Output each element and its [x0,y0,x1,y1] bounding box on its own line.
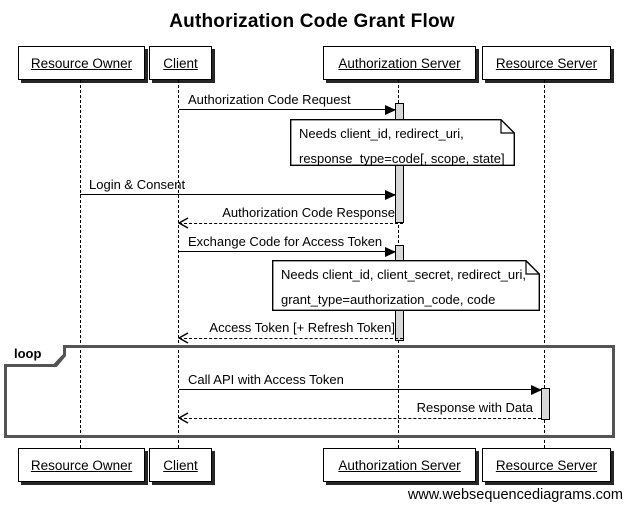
filled-arrowhead-icon [385,105,396,115]
actor-label: Resource Owner [30,457,133,473]
message-authorization-code-request: Authorization Code Request [179,92,396,115]
filled-arrowhead-icon [385,247,396,257]
actor-label: Authorization Server [338,55,461,71]
message-authorization-code-response: Authorization Code Response [178,205,403,229]
open-arrowhead-icon [178,217,189,229]
activation-bar-resource-server [541,388,550,420]
note-token-request-params: Needs client_id, client_secret, redirect… [272,260,540,311]
actor-top-client: Client [149,46,212,80]
lifeline-client [178,80,179,448]
actor-bottom-client: Client [149,448,212,482]
actor-label: Resource Server [495,457,598,473]
message-line [80,193,395,195]
actor-bottom-authorization-server: Authorization Server [323,448,476,482]
message-label: Authorization Code Response [222,205,395,220]
message-call-api-with-access-token: Call API with Access Token [179,372,542,395]
note-line: Needs client_id, client_secret, redirect… [281,267,526,282]
watermark: www.websequencediagrams.com [407,487,623,503]
open-arrowhead-icon [178,332,189,344]
message-login-and-consent: Login & Consent [80,177,396,200]
message-label: Authorization Code Request [188,92,351,107]
lifeline-resource-owner [80,80,81,448]
actor-label: Authorization Server [338,457,461,473]
note-line: Needs client_id, redirect_uri, [299,126,464,141]
note-line: grant_type=authorization_code, code [281,292,496,307]
message-access-token-refresh-token: Access Token [+ Refresh Token] [178,320,403,344]
loop-label: loop [4,345,66,367]
filled-arrowhead-icon [385,190,396,200]
loop-frame [4,345,615,438]
note-authorization-request-params: Needs client_id, redirect_uri, response_… [290,119,515,166]
lifeline-resource-server [544,80,545,448]
actor-label: Client [163,457,198,473]
message-exchange-code-for-access-token: Exchange Code for Access Token [179,234,396,257]
message-label: Exchange Code for Access Token [188,234,383,249]
message-line [179,338,403,339]
note-line: response_type=code[, scope, state] [299,151,505,166]
message-line [179,388,541,390]
message-line [179,418,541,419]
filled-arrowhead-icon [531,385,542,395]
actor-bottom-resource-owner: Resource Owner [18,448,145,482]
note-shape [290,119,515,166]
loop-label-text: loop [14,346,42,361]
diagram-title: Authorization Code Grant Flow [169,11,455,32]
message-label: Response with Data [416,400,533,415]
message-label: Call API with Access Token [188,372,344,387]
message-line [179,223,403,224]
actor-label: Resource Server [495,55,598,71]
actor-label: Client [163,55,198,71]
message-line [179,250,395,252]
message-response-with-data: Response with Data [178,400,541,424]
open-arrowhead-icon [178,412,189,424]
loop-label-background [4,345,63,364]
message-label: Login & Consent [89,177,186,192]
actor-top-resource-server: Resource Server [482,46,611,80]
actor-label: Resource Owner [30,55,133,71]
message-line [179,108,395,110]
actor-bottom-resource-server: Resource Server [482,448,611,482]
note-shape [272,260,540,311]
actor-top-authorization-server: Authorization Server [323,46,476,80]
actor-top-resource-owner: Resource Owner [18,46,145,80]
message-label: Access Token [+ Refresh Token] [209,320,395,335]
